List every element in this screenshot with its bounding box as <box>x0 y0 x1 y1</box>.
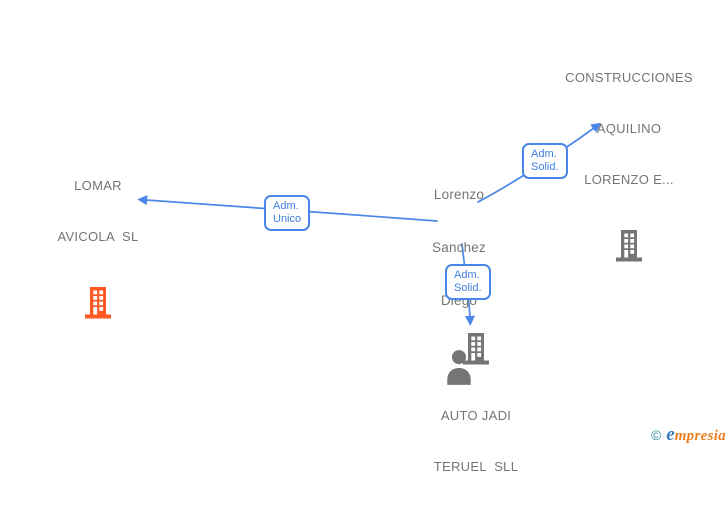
company-name: AUTO JADI TERUEL SLL <box>434 372 518 510</box>
edge-label-adm-solid-bottom: Adm. Solid. <box>445 264 491 300</box>
building-icon <box>85 287 111 319</box>
company-node-autojadi[interactable]: AUTO JADI TERUEL SLL <box>396 331 556 510</box>
company-name: LOMAR AVICOLA SL <box>57 142 138 280</box>
empresia-logo[interactable]: © empresia <box>651 424 726 446</box>
person-icon <box>447 350 471 385</box>
company-name-line: TERUEL SLL <box>433 459 519 474</box>
edge-label-line: Adm. <box>273 200 299 212</box>
person-name-line: Sanchez <box>432 240 486 255</box>
edge-label-line: Solid. <box>531 161 559 173</box>
company-name: CONSTRUCCIONES AQUILINO LORENZO E... <box>565 34 693 223</box>
company-node-construcciones[interactable]: CONSTRUCCIONES AQUILINO LORENZO E... <box>549 34 709 264</box>
person-name-line: Lorenzo <box>433 187 485 202</box>
company-name-line: LOMAR <box>74 178 122 193</box>
copyright-icon: © <box>650 427 662 443</box>
edge-label-line: Unico <box>273 213 302 225</box>
building-icon <box>616 230 642 262</box>
company-name-line: AUTO JADI <box>440 408 512 423</box>
person-node-lorenzo-sanchez-diego[interactable]: Lorenzo Sanchez Diego <box>379 150 539 385</box>
company-name-line: LORENZO E... <box>584 172 674 187</box>
company-node-lomar[interactable]: LOMAR AVICOLA SL <box>18 142 178 321</box>
edge-label-line: Adm. <box>454 269 480 281</box>
brand-wordmark: empresia <box>666 424 726 446</box>
edge-label-line: Solid. <box>454 282 482 294</box>
company-name-line: CONSTRUCCIONES <box>565 70 693 85</box>
company-name-line: AQUILINO <box>596 121 662 136</box>
building-icon <box>463 333 489 365</box>
person-name: Lorenzo Sanchez Diego <box>432 150 486 345</box>
edge-label-adm-unico: Adm. Unico <box>264 195 311 231</box>
edge-label-adm-solid-top: Adm. Solid. <box>522 143 568 179</box>
brand-first-letter: e <box>666 424 675 445</box>
edge-label-line: Adm. <box>531 148 557 160</box>
brand-rest: mpresia <box>674 428 726 444</box>
company-name-line: AVICOLA SL <box>57 229 139 244</box>
